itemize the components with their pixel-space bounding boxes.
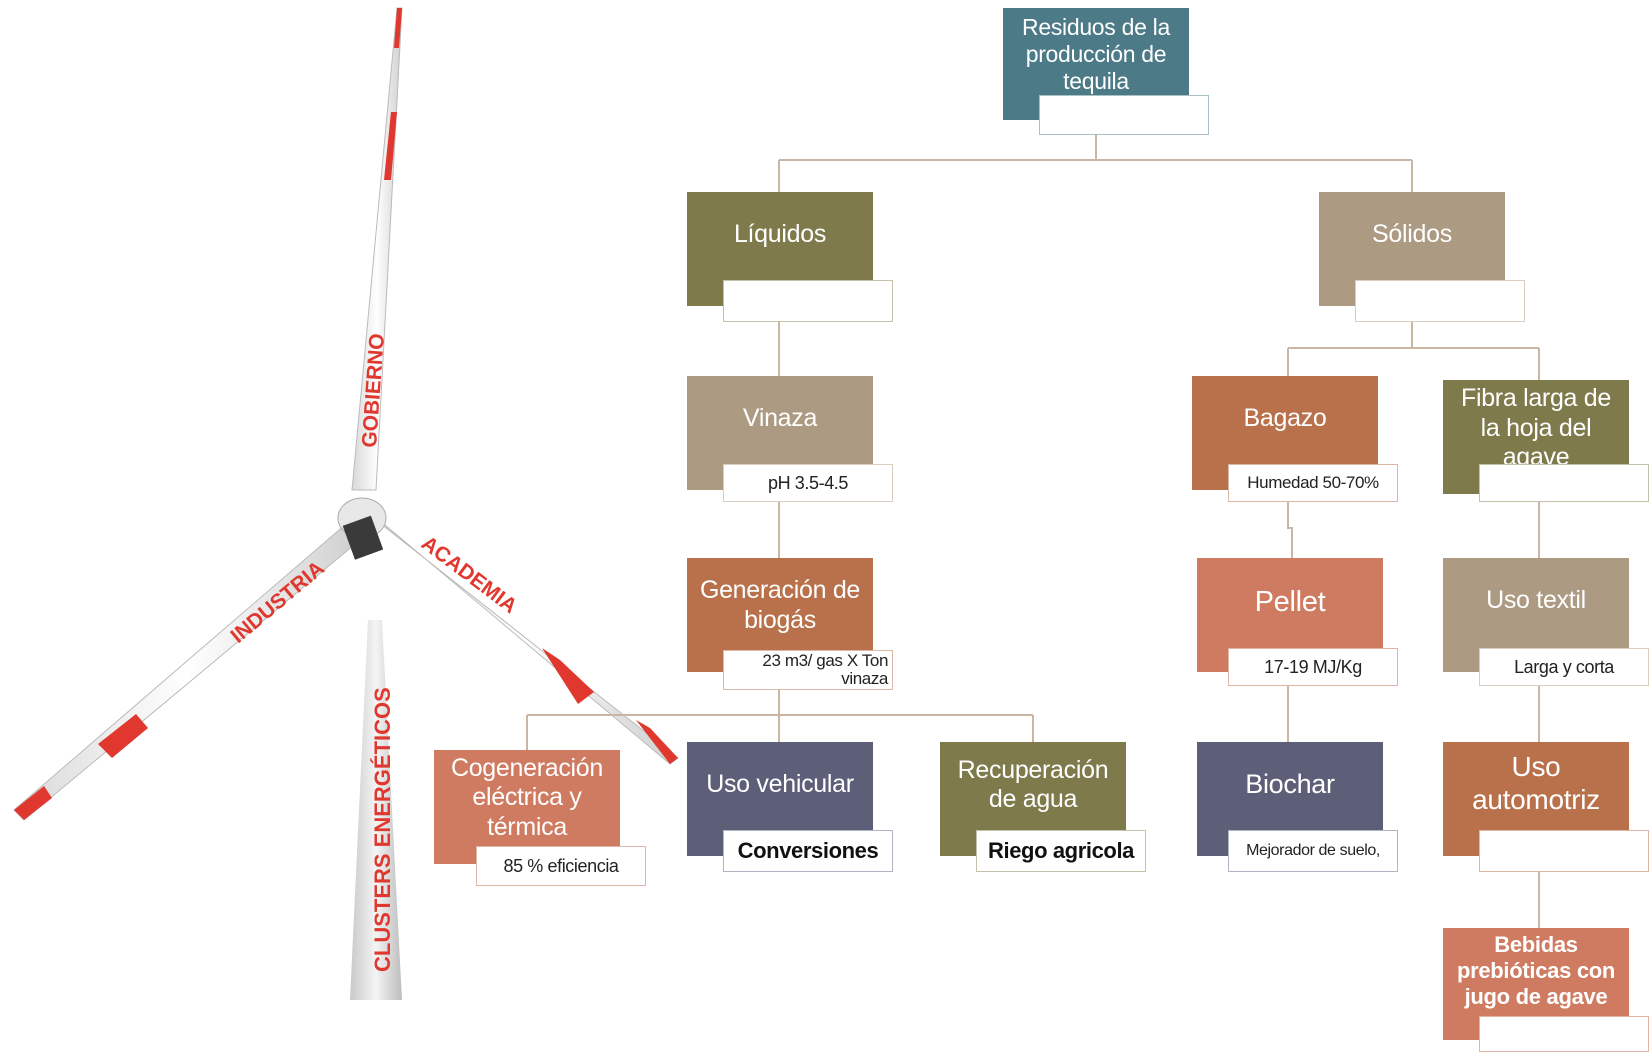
node-residuos-tequila-sub <box>1039 95 1209 135</box>
node-cogeneracion: Cogeneración eléctrica y térmica <box>434 750 620 864</box>
node-bagazo-title: Bagazo <box>1243 404 1327 433</box>
node-uso-automotriz-sub <box>1479 830 1649 872</box>
wind-turbine-illustration: CLUSTERS ENERGÉTICOS GOBIERNO INDUSTRIA … <box>13 7 679 1000</box>
turbine-blade-top: GOBIERNO <box>351 7 403 491</box>
node-recuperacion-agua-sub: Riego agricola <box>976 830 1146 872</box>
node-recuperacion-agua-title: Recuperación de agua <box>957 755 1109 814</box>
turbine-hub <box>337 497 387 560</box>
node-cogeneracion-title: Cogeneración eléctrica y térmica <box>450 753 604 841</box>
node-fibra-larga-title: Fibra larga de la hoja del agave <box>1460 384 1612 471</box>
node-uso-automotriz-title: Uso automotriz <box>1472 750 1600 815</box>
node-residuos-tequila-title: Residuos de la producción de tequila <box>1022 14 1170 95</box>
node-uso-vehicular-sub: Conversiones <box>723 830 893 872</box>
node-liquidos-sub <box>723 280 893 322</box>
node-pellet-sub: 17-19 MJ/Kg <box>1228 648 1398 686</box>
tower-label: CLUSTERS ENERGÉTICOS <box>370 687 395 972</box>
node-solidos-title: Sólidos <box>1372 220 1452 249</box>
node-biochar-title: Biochar <box>1245 769 1335 800</box>
node-pellet-title: Pellet <box>1254 585 1326 618</box>
node-vinaza-sub: pH 3.5-4.5 <box>723 464 893 502</box>
node-generacion-biogas-sub: 23 m3/ gas X Ton vinaza <box>723 650 893 690</box>
turbine-tower: CLUSTERS ENERGÉTICOS <box>350 620 402 1000</box>
node-uso-vehicular-title: Uso vehicular <box>706 770 854 799</box>
node-uso-textil-sub: Larga y corta <box>1479 648 1649 686</box>
node-biochar-sub: Mejorador de suelo, <box>1228 830 1398 872</box>
node-bebidas-prebioticas-title: Bebidas prebióticas con jugo de agave <box>1456 932 1616 1009</box>
node-uso-textil-title: Uso textil <box>1486 586 1586 615</box>
node-bagazo-sub: Humedad 50-70% <box>1228 464 1398 502</box>
node-bebidas-prebioticas-sub <box>1479 1016 1649 1052</box>
node-liquidos-title: Líquidos <box>733 220 827 249</box>
node-generacion-biogas-title: Generación de biogás <box>699 576 861 634</box>
node-solidos-sub <box>1355 280 1525 322</box>
node-vinaza-title: Vinaza <box>742 404 818 433</box>
node-cogeneracion-sub: 85 % eficiencia <box>476 846 646 886</box>
node-fibra-larga-sub <box>1479 464 1649 502</box>
